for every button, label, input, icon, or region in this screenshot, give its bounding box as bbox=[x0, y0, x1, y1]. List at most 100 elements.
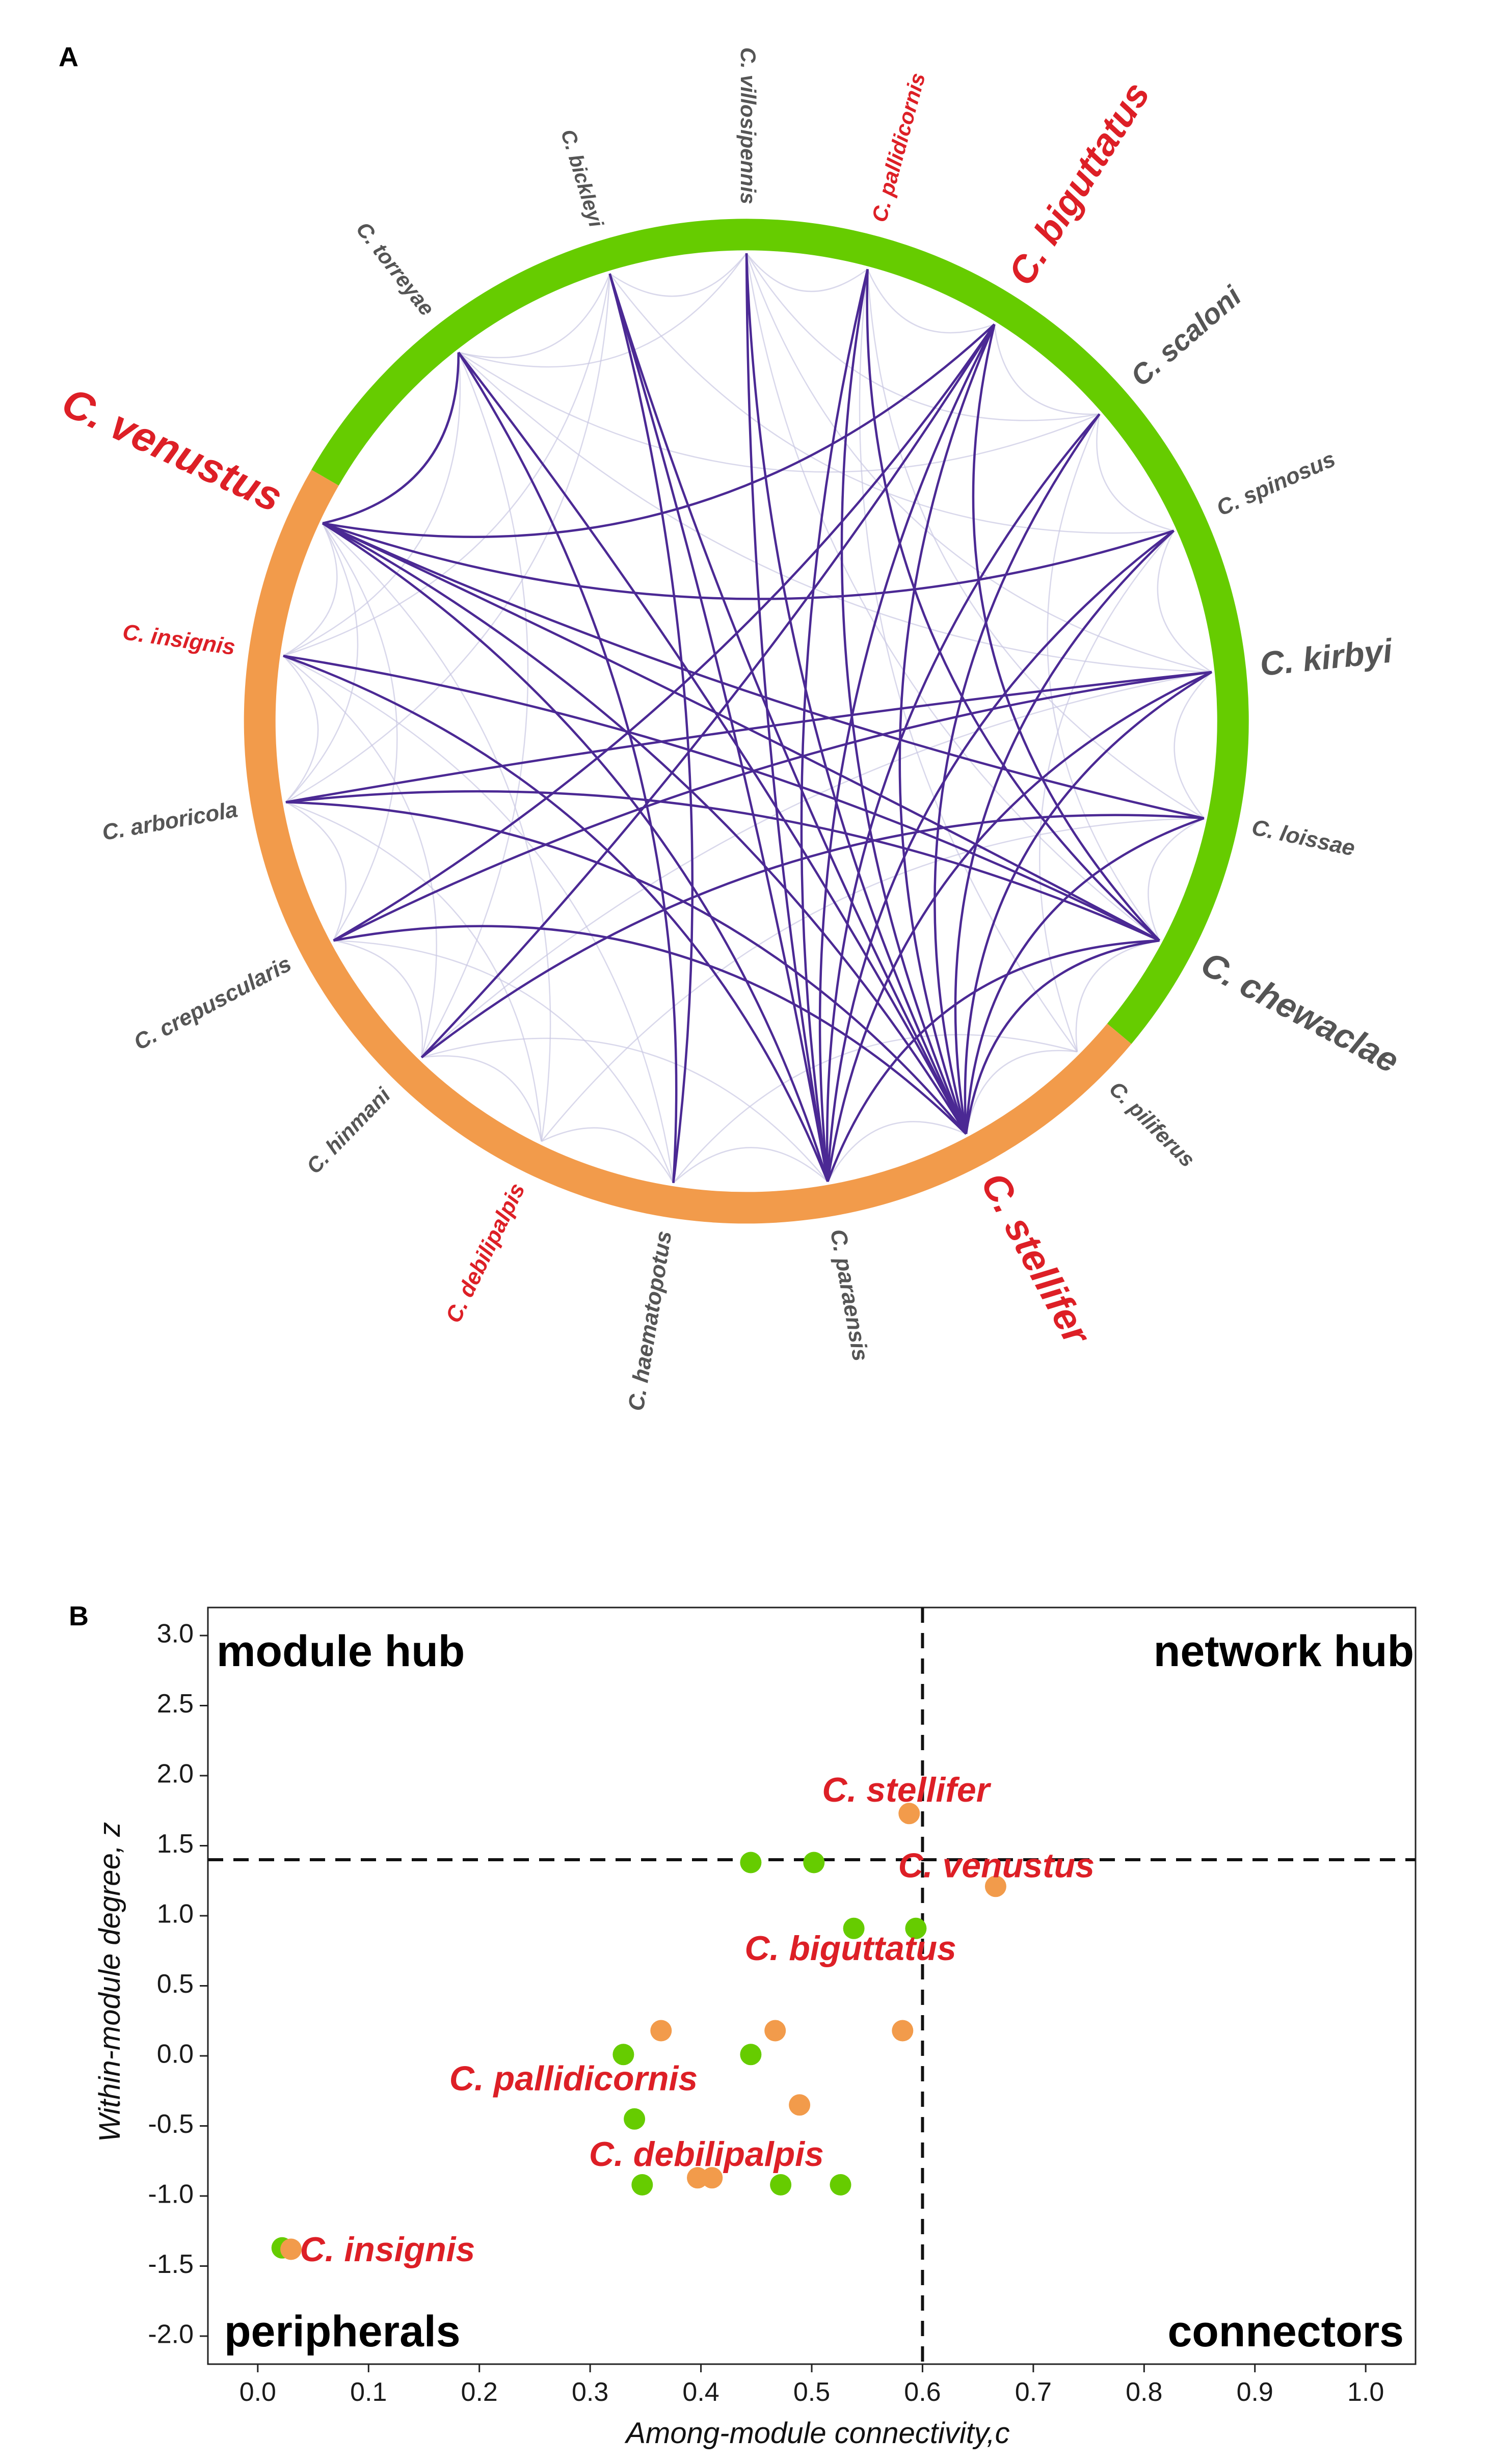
strong-link bbox=[322, 522, 1160, 942]
y-tick-label: -1.5 bbox=[148, 2249, 194, 2279]
quadrant-label-module-hub: module hub bbox=[217, 1627, 465, 1676]
node-label-insignis: C. insignis bbox=[121, 620, 237, 660]
y-tick-label: 2.0 bbox=[157, 1759, 194, 1789]
weak-link bbox=[285, 523, 359, 803]
quadrant-label-connectors: connectors bbox=[1167, 2307, 1404, 2356]
strong-link bbox=[827, 529, 1175, 1182]
strong-link bbox=[866, 269, 1160, 942]
data-points bbox=[271, 1803, 1006, 2260]
weak-link bbox=[867, 269, 1205, 819]
node-label-venustus: C. venustus bbox=[55, 379, 289, 521]
strong-link bbox=[285, 801, 967, 1135]
strong-link bbox=[283, 655, 829, 1182]
point-annotation: C. biguttatus bbox=[744, 1929, 956, 1968]
strong-link bbox=[322, 522, 1205, 820]
strong-link bbox=[283, 654, 1160, 942]
weak-link bbox=[421, 1055, 542, 1142]
strong-link bbox=[285, 790, 1160, 942]
quadrant-labels: module hub network hub peripherals conne… bbox=[217, 1627, 1414, 2356]
weak-link bbox=[859, 269, 1078, 1052]
weak-link bbox=[283, 273, 610, 657]
strong-link bbox=[818, 324, 996, 1182]
panel-b-letter: B bbox=[69, 1601, 89, 1631]
weak-link bbox=[458, 253, 748, 368]
data-point-series-1 bbox=[624, 2108, 646, 2130]
data-point-series-2 bbox=[892, 2020, 914, 2042]
strong-link bbox=[840, 269, 968, 1135]
weak-link bbox=[458, 352, 1212, 673]
weak-link bbox=[745, 253, 1160, 941]
data-point-series-1 bbox=[830, 2174, 851, 2195]
weak-link bbox=[1039, 530, 1175, 1052]
strong-link bbox=[333, 324, 996, 942]
weak-link bbox=[285, 801, 346, 941]
weak-link bbox=[673, 1147, 829, 1184]
weak-link bbox=[283, 655, 674, 1183]
strong-link bbox=[972, 324, 1161, 942]
x-tick-label: 0.4 bbox=[682, 2377, 719, 2407]
strong-link bbox=[322, 352, 460, 525]
weak-link bbox=[333, 940, 423, 1058]
y-tick-label: 1.0 bbox=[157, 1899, 194, 1929]
node-label-haematopotus: C. haematopotus bbox=[624, 1229, 677, 1412]
data-point-series-1 bbox=[740, 1852, 762, 1873]
strong-link bbox=[825, 413, 1101, 1182]
node-label-torreyae: C. torreyae bbox=[352, 218, 439, 320]
weak-link bbox=[867, 269, 995, 334]
data-point-series-2 bbox=[280, 2238, 302, 2260]
strong-link bbox=[827, 939, 1160, 1182]
module-ring bbox=[244, 219, 1249, 1224]
strong-link bbox=[322, 522, 829, 1182]
threshold-lines bbox=[208, 1608, 1416, 2364]
weak-link bbox=[285, 274, 610, 803]
weak-link bbox=[458, 352, 1100, 473]
weak-link bbox=[322, 523, 398, 941]
node-label-debilipalpis: C. debilipalpis bbox=[441, 1179, 530, 1327]
node-label-pallidicornis: C. pallidicornis bbox=[867, 70, 929, 225]
x-axis-title: Among-module connectivity,c bbox=[624, 2417, 1009, 2450]
weak-link bbox=[333, 940, 674, 1184]
point-annotation: C. pallidicornis bbox=[449, 2059, 698, 2098]
node-label-biguttatus: C. biguttatus bbox=[1000, 74, 1158, 292]
weak-link bbox=[609, 253, 747, 297]
weak-link bbox=[1174, 672, 1212, 819]
data-point-series-1 bbox=[631, 2174, 653, 2195]
weak-link bbox=[421, 671, 1212, 1058]
quadrant-label-network-hub: network hub bbox=[1154, 1627, 1414, 1676]
data-point-series-2 bbox=[701, 2167, 723, 2189]
y-tick-label: -0.5 bbox=[148, 2109, 194, 2139]
strong-link bbox=[965, 817, 1205, 1134]
strong-link bbox=[285, 671, 1212, 804]
data-point-series-1 bbox=[905, 1917, 927, 1939]
y-tick-label: 1.5 bbox=[157, 1829, 194, 1859]
weak-link bbox=[282, 655, 319, 803]
strong-link bbox=[322, 522, 967, 1135]
strong-link bbox=[333, 925, 967, 1135]
x-tick-label: 0.3 bbox=[572, 2377, 608, 2407]
weak-link bbox=[285, 801, 542, 1142]
strong-link bbox=[745, 253, 968, 1135]
strong-link bbox=[608, 273, 829, 1182]
strong-link bbox=[954, 529, 1175, 1134]
weak-link bbox=[827, 1121, 967, 1182]
x-tick-label: 0.0 bbox=[239, 2377, 276, 2407]
data-point-series-1 bbox=[612, 2044, 634, 2066]
data-point-series-2 bbox=[984, 1876, 1006, 1897]
strong-link bbox=[965, 939, 1160, 1134]
strong-link bbox=[608, 273, 694, 1183]
weak-link bbox=[322, 523, 551, 1142]
strong-link bbox=[745, 253, 829, 1182]
data-point-series-1 bbox=[843, 1917, 865, 1939]
data-point-series-2 bbox=[650, 2020, 672, 2042]
node-label-scaloni: C. scaloni bbox=[1125, 279, 1248, 392]
y-tick-label: -1.0 bbox=[148, 2180, 194, 2209]
strong-link bbox=[934, 413, 1101, 1135]
node-label-kirbyi: C. kirbyi bbox=[1258, 631, 1395, 683]
weak-link bbox=[745, 253, 1100, 421]
quadrant-label-peripherals: peripherals bbox=[224, 2307, 461, 2356]
panel-a-letter: A bbox=[59, 42, 78, 72]
node-label-hinmani: C. hinmani bbox=[302, 1083, 395, 1179]
